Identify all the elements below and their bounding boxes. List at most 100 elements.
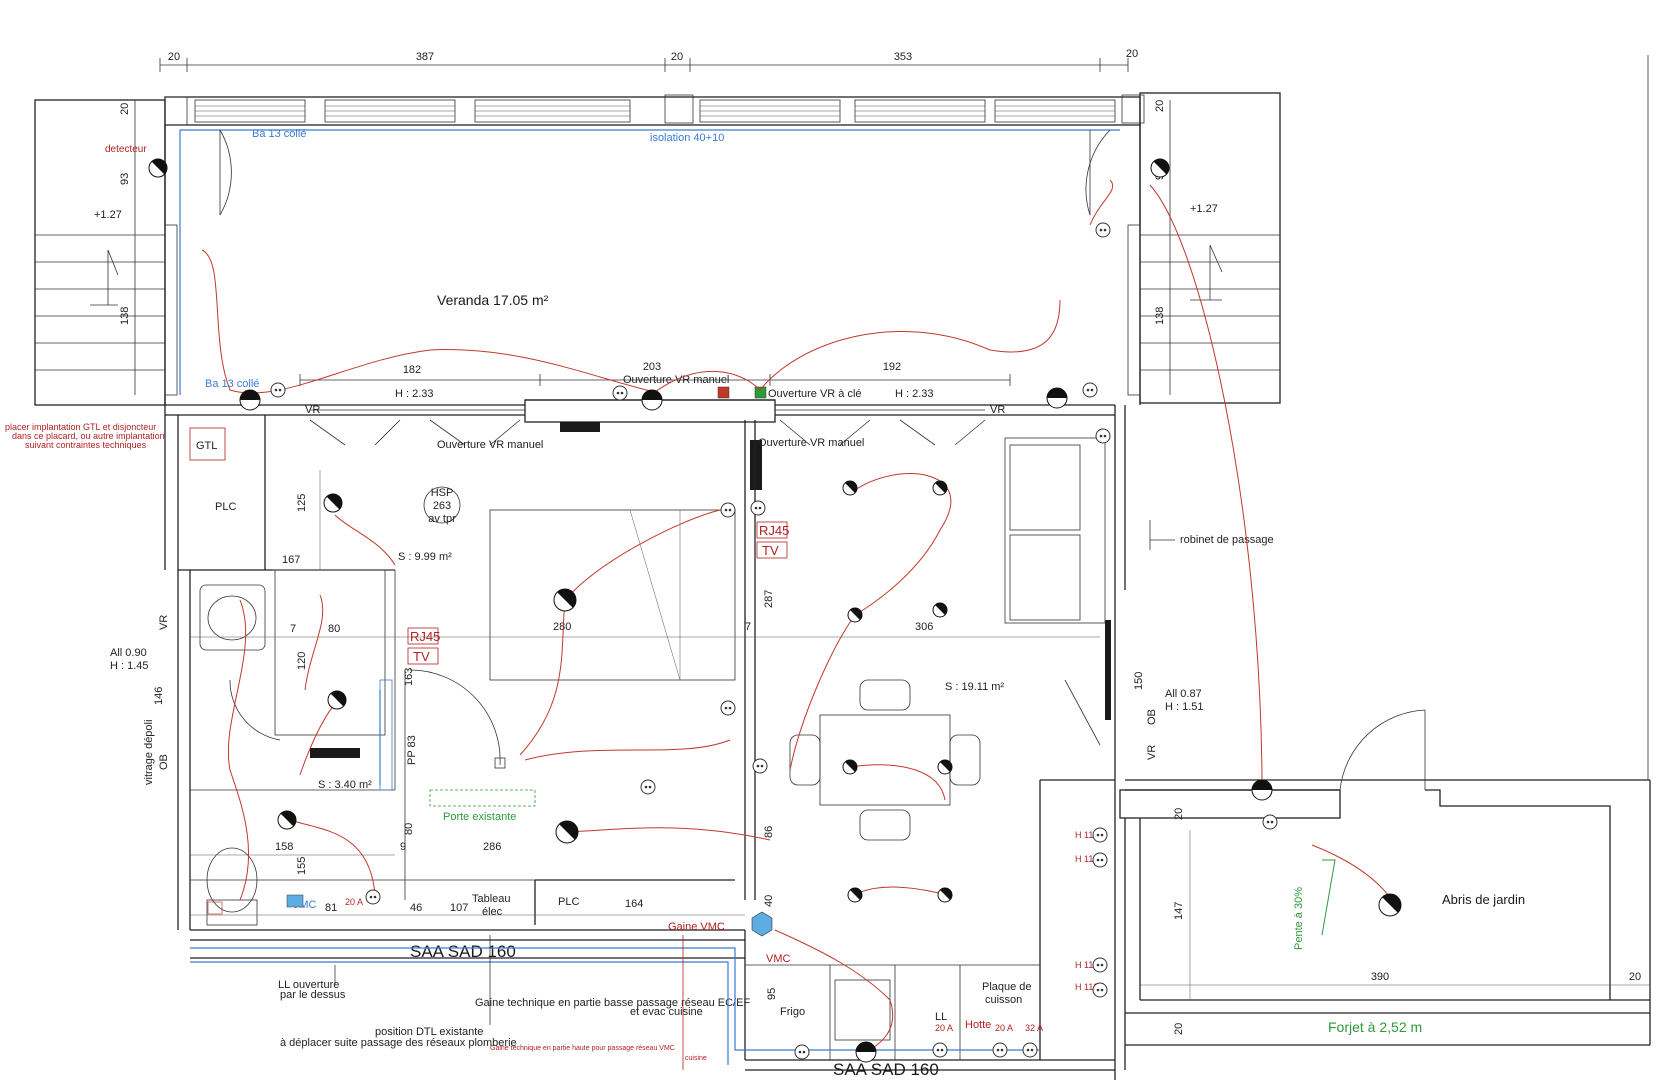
vr-label-right: VR	[990, 404, 1005, 416]
tv-living: TV	[762, 543, 779, 558]
socket	[1082, 382, 1098, 398]
note-gaine-2: et evac cuisine	[630, 1006, 703, 1018]
dim-81: 81	[325, 902, 337, 914]
dim-shed-20c: 20	[1173, 1023, 1185, 1035]
ll-20a: 20 A	[935, 1023, 953, 1033]
dim-125: 125	[296, 494, 308, 512]
ll-kitchen: LL	[935, 1011, 947, 1023]
ob-right: OB	[1146, 709, 1158, 725]
door-arc-bedroom	[409, 669, 501, 766]
saa-sad-bottom: SAA SAD 160	[833, 1060, 939, 1079]
dim-right-138: 138	[1154, 307, 1166, 325]
ceiling-light-bath	[327, 690, 347, 710]
dim-win-182: 182	[403, 364, 421, 376]
ceiling-light-kitchen	[855, 1041, 877, 1063]
dim-win-203: 203	[643, 361, 661, 373]
pente-label: Pente à 30%	[1293, 887, 1305, 950]
note-ll-1: LL ouverture	[278, 979, 339, 991]
ob-left: OB	[158, 754, 170, 770]
socket	[1092, 852, 1108, 868]
wall-light-veranda-3	[1046, 387, 1068, 409]
dim-287: 287	[763, 590, 775, 608]
top-dimension-line: 20 387 20 353 20	[159, 48, 1138, 72]
area-bedroom: S : 9.99 m²	[398, 551, 452, 563]
dim-top-20c: 20	[1126, 48, 1138, 60]
dim-shed-390: 390	[1371, 971, 1389, 983]
saa-sad-top: SAA SAD 160	[410, 942, 516, 961]
socket	[1092, 957, 1108, 973]
note-gaine-vmc: Gaine technique en partie haute pour pas…	[490, 1045, 675, 1052]
dim-7a: 7	[290, 623, 296, 635]
vr-side-right: VR	[1146, 745, 1158, 760]
right-stairs	[1127, 224, 1280, 396]
socket	[1092, 827, 1108, 843]
area-living: S : 19.11 m²	[945, 681, 1004, 693]
socket	[270, 382, 286, 398]
tv-bedroom: TV	[413, 649, 430, 664]
dim-80a: 80	[328, 623, 340, 635]
dim-win-192: 192	[883, 361, 901, 373]
dim-306: 306	[915, 621, 933, 633]
socket	[992, 1042, 1008, 1058]
ceiling-light-gtl	[323, 493, 343, 513]
house-walls: VR VR	[164, 399, 1126, 1080]
ouverture-vr-cle: Ouverture VR à clé	[768, 388, 862, 400]
socket	[1092, 982, 1108, 998]
garden-shed: 20 147 20 390 20 Abris de jardin Pente à…	[1119, 55, 1651, 1070]
sink	[834, 979, 891, 1041]
socket	[365, 889, 381, 905]
ba13-top-label: Ba 13 collé	[252, 128, 306, 140]
plaque-2: cuisson	[985, 994, 1022, 1006]
note-gaine-vmc-2: cuisine	[685, 1055, 707, 1062]
area-bathroom: S : 3.40 m²	[318, 779, 372, 791]
dim-shed-20a: 20	[1173, 808, 1185, 820]
hsp-line-2: 263	[433, 500, 451, 512]
vr-key-switch-green	[754, 386, 767, 399]
light-points	[148, 158, 1402, 1063]
h110-a: H 110	[1075, 830, 1098, 840]
socket	[752, 758, 768, 774]
spot-living-4	[932, 602, 948, 618]
sofa	[1004, 437, 1106, 624]
robinet-label: robinet de passage	[1180, 534, 1274, 546]
dim-top-20b: 20	[671, 51, 683, 63]
isolation-label: isolation 40+10	[650, 132, 724, 144]
dim-shed-147: 147	[1173, 902, 1185, 920]
dim-shed-20b: 20	[1629, 971, 1641, 983]
h110-d: H 110	[1075, 982, 1098, 992]
wall-light-shed	[1251, 779, 1273, 801]
ouverture-vr-manuel-right: Ouverture VR manuel	[758, 437, 864, 449]
forjet-label: Forjet à 2,52 m	[1328, 1019, 1422, 1035]
electrical-wiring	[201, 179, 1396, 1053]
spot-living-7	[847, 887, 863, 903]
dim-top-353: 353	[894, 51, 912, 63]
tableau-1: Tableau	[472, 893, 511, 905]
detecteur-label: detecteur	[105, 144, 147, 155]
spot-living-6	[937, 759, 953, 775]
gtl-note-3: suivant contraintes techniques	[25, 440, 147, 450]
vr-side-left: VR	[158, 615, 170, 630]
spot-living-2	[932, 480, 948, 496]
h110-b: H 110	[1075, 854, 1098, 864]
partitions	[178, 415, 1115, 1060]
spot-living-3	[847, 607, 863, 623]
socket	[794, 1044, 810, 1060]
socket	[932, 1042, 948, 1058]
hotte-label: Hotte	[965, 1019, 991, 1031]
socket	[1262, 814, 1278, 830]
dim-167: 167	[282, 554, 300, 566]
bed	[489, 509, 736, 681]
ba13-bottom-label: Ba 13 collé	[205, 378, 259, 390]
dim-95: 95	[766, 988, 778, 1000]
dim-top-20a: 20	[168, 51, 180, 63]
ceiling-light-bedroom	[553, 588, 577, 612]
ceiling-light-hall	[555, 820, 579, 844]
dining-table	[819, 714, 951, 806]
all-left-2: H : 1.45	[110, 660, 149, 672]
ouverture-vr-manuel-left: Ouverture VR manuel	[437, 439, 543, 451]
dim-7b: 7	[745, 621, 751, 633]
dim-top-387: 387	[416, 51, 434, 63]
dim-right-20: 20	[1154, 100, 1166, 112]
gtl-note-1: placer implantation GTL et disjoncteur	[5, 422, 156, 432]
